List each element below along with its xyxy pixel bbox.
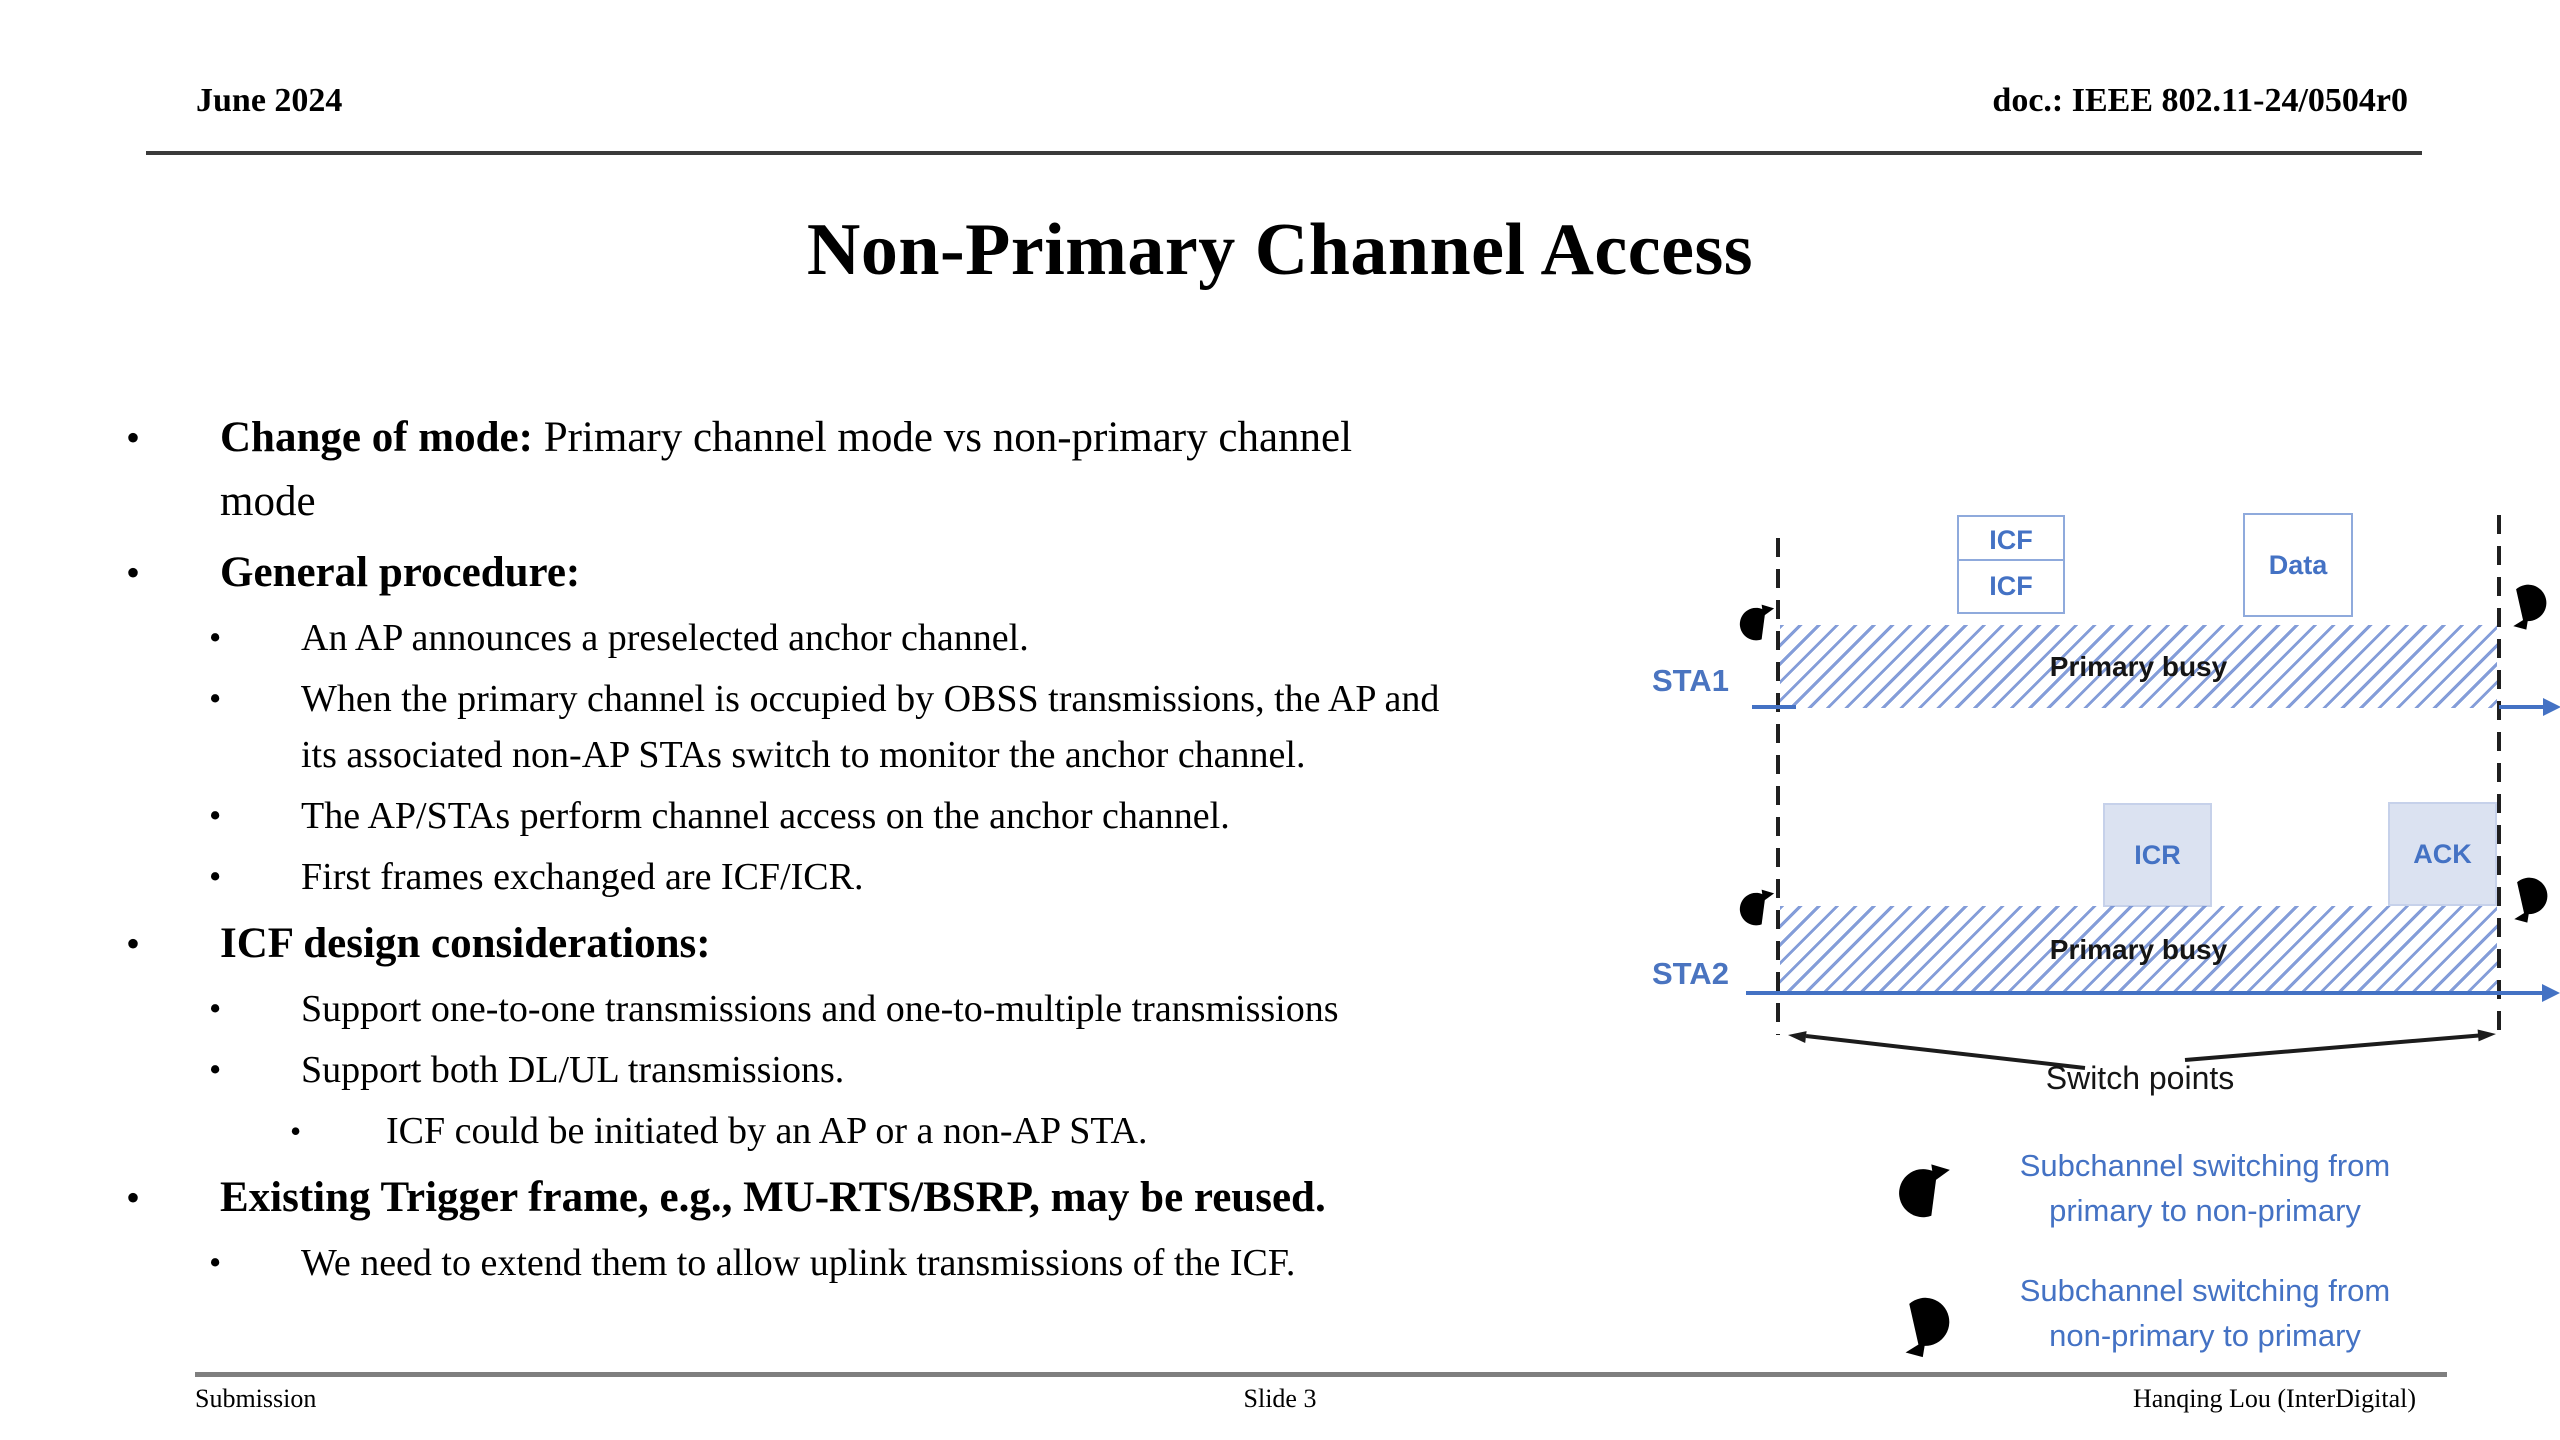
footer-divider [195, 1372, 2447, 1377]
bullet-general-procedure: • General procedure: [124, 541, 1696, 605]
header-date: June 2024 [196, 82, 343, 119]
switch-points-label: Switch points [2045, 1060, 2235, 1096]
bullet-marker: • [126, 550, 141, 595]
bullet-lead: Existing Trigger frame, e.g., MU-RTS/BSR… [220, 1174, 1326, 1221]
sta1-timeline-stub [1752, 705, 1796, 709]
bullet-marker: • [209, 796, 222, 835]
switch-boundary-line-right [2497, 515, 2501, 1035]
bullet-lead: Change of mode: [220, 414, 533, 461]
bullet-marker: • [126, 415, 141, 460]
icr-frame-box: ICR [2103, 803, 2212, 907]
primary-busy-band-sta1 [1780, 625, 2497, 708]
bullet-text: The AP/STAs perform channel access on th… [301, 795, 1230, 837]
bullet-text: Support one-to-one transmissions and one… [301, 988, 1339, 1030]
bullet-marker: • [209, 618, 222, 657]
switch-primary-to-nonprimary-icon [1886, 1156, 1960, 1230]
bullet-ap-announces: • An AP announces a preselected anchor c… [124, 610, 1696, 666]
bullet-text: An AP announces a preselected anchor cha… [301, 617, 1029, 659]
switch-primary-to-nonprimary-icon [1731, 884, 1781, 934]
sta1-timeline-segment [2499, 705, 2545, 709]
sta2-label: STA2 [1652, 956, 1729, 991]
bullet-marker: • [209, 1243, 222, 1282]
bullet-marker: • [126, 1175, 141, 1220]
bullet-text: Primary channel mode vs non-primary chan… [220, 414, 1353, 525]
bullet-marker: • [209, 857, 222, 896]
sta1-timeline-arrowhead [2543, 698, 2560, 716]
icf-frame-box-bottom: ICF [1957, 559, 2065, 614]
switch-boundary-line-left [1776, 538, 1780, 1035]
bullet-text: We need to extend them to allow uplink t… [301, 1242, 1296, 1284]
bullet-text: First frames exchanged are ICF/ICR. [301, 856, 864, 898]
icf-frame-box-top: ICF [1957, 515, 2065, 565]
bullet-obss: • When the primary channel is occupied b… [124, 671, 1696, 783]
bullet-text: When the primary channel is occupied by … [301, 678, 1440, 776]
bullet-channel-access: • The AP/STAs perform channel access on … [124, 788, 1696, 844]
switch-nonprimary-to-primary-icon [1888, 1284, 1962, 1360]
sta1-label: STA1 [1652, 663, 1729, 698]
ack-frame-box: ACK [2388, 802, 2497, 906]
switch-nonprimary-to-primary-icon [2501, 866, 2557, 926]
bullet-dl-ul: • Support both DL/UL transmissions. [124, 1042, 1696, 1098]
bullet-text: Support both DL/UL transmissions. [301, 1049, 845, 1091]
bullet-first-frames: • First frames exchanged are ICF/ICR. [124, 849, 1696, 905]
bullet-marker: • [209, 679, 222, 718]
bullet-extend-uplink: • We need to extend them to allow uplink… [124, 1235, 1696, 1291]
legend-nonprimary-to-primary: Subchannel switching from non-primary to… [2019, 1273, 2391, 1353]
bullet-marker: • [126, 921, 141, 966]
footer-author: Hanqing Lou (InterDigital) [2132, 1384, 2416, 1413]
bullet-change-of-mode: • Change of mode: Primary channel mode v… [124, 406, 1696, 534]
switch-points-arrows [1788, 1029, 2496, 1070]
switch-primary-to-nonprimary-icon [1731, 599, 1781, 649]
sta2-timeline [1746, 991, 2544, 995]
bullet-list: • Change of mode: Primary channel mode v… [124, 406, 1696, 1296]
footer-slide-number: Slide 3 [1243, 1384, 1317, 1413]
footer-submission: Submission [195, 1384, 317, 1413]
sta2-timeline-arrowhead [2542, 984, 2560, 1002]
switch-nonprimary-to-primary-icon [2500, 572, 2556, 634]
bullet-marker: • [290, 1113, 302, 1149]
primary-busy-label-sta2: Primary busy [2049, 934, 2228, 965]
primary-busy-label-sta1: Primary busy [2049, 651, 2228, 682]
bullet-lead: ICF design considerations: [220, 920, 711, 967]
bullet-icf-design: • ICF design considerations: [124, 912, 1696, 976]
primary-busy-band-sta2 [1780, 906, 2497, 992]
header-doc-number: doc.: IEEE 802.11-24/0504r0 [1992, 82, 2408, 119]
bullet-text: ICF could be initiated by an AP or a non… [386, 1110, 1148, 1152]
bullet-trigger-frame: • Existing Trigger frame, e.g., MU-RTS/B… [124, 1166, 1696, 1230]
bullet-marker: • [209, 989, 222, 1028]
legend-primary-to-nonprimary: Subchannel switching from primary to non… [2019, 1148, 2391, 1228]
bullet-lead: General procedure: [220, 549, 581, 596]
data-frame-box: Data [2243, 513, 2353, 617]
header-divider [146, 151, 2422, 155]
bullet-marker: • [209, 1050, 222, 1089]
bullet-icf-initiated: • ICF could be initiated by an AP or a n… [124, 1103, 1696, 1159]
page-title: Non-Primary Channel Access [806, 209, 1754, 291]
bullet-one-to-one: • Support one-to-one transmissions and o… [124, 981, 1696, 1037]
